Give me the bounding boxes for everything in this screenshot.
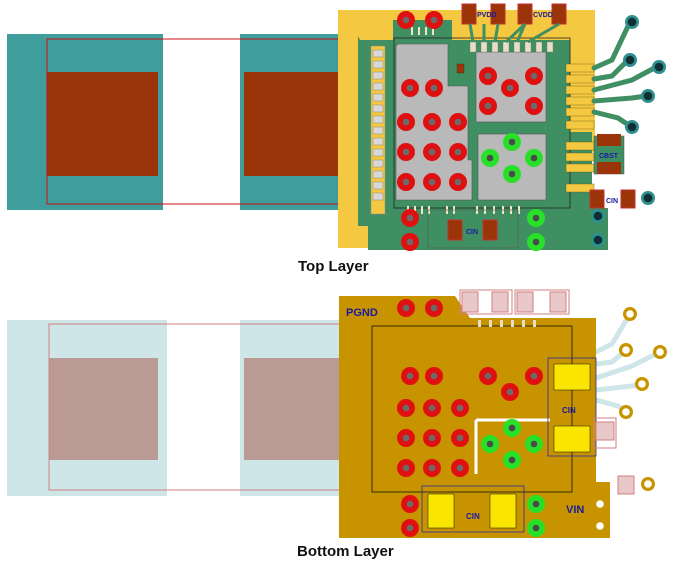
cin-right-pad2 xyxy=(620,189,636,209)
trace-via-2 xyxy=(623,53,637,67)
bottom-board-gold xyxy=(339,296,610,538)
trace-via-5 xyxy=(625,120,639,134)
label-cvdd: CVDD xyxy=(533,12,553,19)
top-layer: PVDD CVDD xyxy=(7,3,666,251)
faded-pad-left xyxy=(49,358,158,460)
faded-right-outline xyxy=(593,417,617,449)
cin-bottom-pad2 xyxy=(482,219,498,241)
label-pvdd: PVDD xyxy=(477,12,496,19)
bottom-cin-right-pad2 xyxy=(553,425,591,453)
inductor-pad-left xyxy=(47,72,158,176)
label-cin-right-top: CIN xyxy=(606,198,618,205)
bottom-cin-right-pad1 xyxy=(553,363,591,391)
cin-bottom-box xyxy=(427,209,519,249)
bottom-gold-vias xyxy=(593,307,667,533)
faded-traces xyxy=(593,311,663,415)
trace-via-3 xyxy=(652,60,666,74)
caption-bottom-layer: Bottom Layer xyxy=(297,543,394,560)
cap-cvdd-pad1 xyxy=(517,3,533,25)
trace-via-4 xyxy=(641,89,655,103)
trace-via-7 xyxy=(591,209,605,223)
bottom-pin-row xyxy=(478,320,536,327)
label-cin-bottom-top: CIN xyxy=(466,229,478,236)
top-pin-row xyxy=(469,41,554,53)
bottom-cin-bottom-pad1 xyxy=(427,493,455,529)
inductor-pad-right xyxy=(244,72,353,176)
label-bottom-cin-bottom: CIN xyxy=(466,512,480,521)
label-cbst: CBST xyxy=(599,153,619,160)
small-component xyxy=(456,63,465,74)
cbst-pad-bottom xyxy=(597,162,621,174)
connector-pins xyxy=(372,49,384,201)
bottom-cin-bottom-box xyxy=(421,485,525,533)
faded-cap-outlines xyxy=(459,289,570,315)
trace-via-6 xyxy=(641,191,655,205)
bottom-cin-right-box xyxy=(547,357,597,457)
faded-top-caps xyxy=(461,291,567,313)
label-pgnd: PGND xyxy=(346,307,378,319)
trace-via-1 xyxy=(625,15,639,29)
faded-pad-right xyxy=(244,358,344,460)
bottom-ic-outline xyxy=(371,325,573,493)
cbst-pad-top xyxy=(597,134,621,146)
caption-top-layer: Top Layer xyxy=(298,258,369,275)
faded-right-pads xyxy=(595,421,635,495)
bottom-layer: CIN CIN PGND VIN xyxy=(7,289,667,538)
label-bottom-cin-right: CIN xyxy=(562,406,576,415)
cap-pvdd-pad1 xyxy=(461,3,477,25)
right-pins xyxy=(565,63,595,193)
right-traces xyxy=(591,19,661,129)
trace-via-8 xyxy=(591,233,605,247)
label-vin: VIN xyxy=(566,504,584,516)
top-pin-traces xyxy=(468,22,560,44)
cin-right-pad1 xyxy=(589,189,605,209)
cin-bottom-pad1 xyxy=(447,219,463,241)
bottom-cin-bottom-pad2 xyxy=(489,493,517,529)
cap-cvdd-pad2 xyxy=(551,3,567,25)
